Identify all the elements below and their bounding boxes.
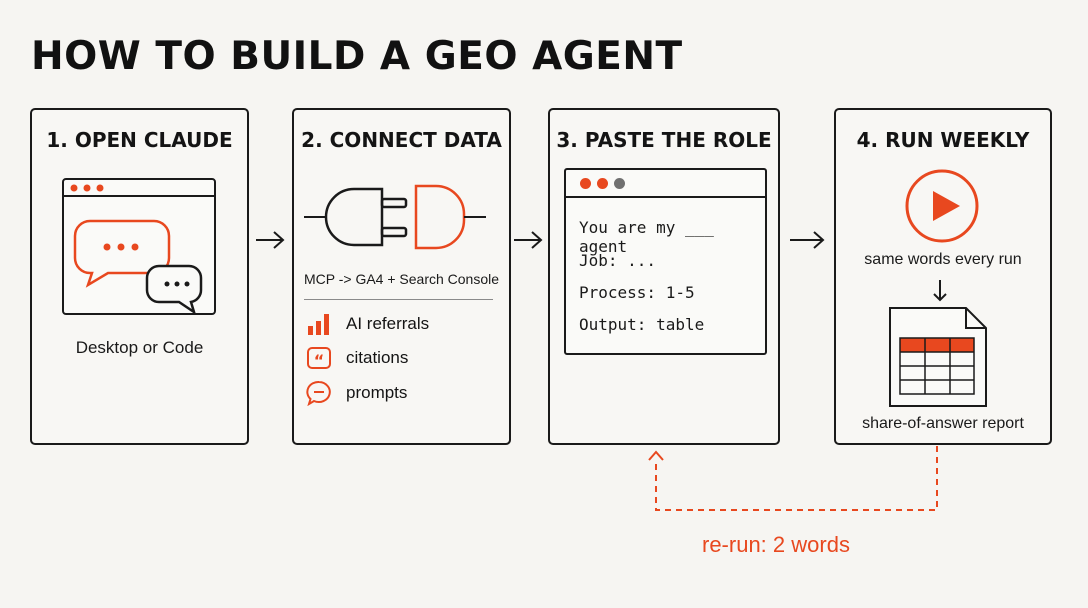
arrow-down-icon xyxy=(933,280,947,302)
step-card-connect-data: 2. CONNECT DATA MCP -> GA4 + Search Cons… xyxy=(292,108,511,445)
prompt-window: You are my ___ agent Job: ... Process: 1… xyxy=(564,168,767,355)
step-caption-bottom: share-of-answer report xyxy=(862,415,1024,432)
arrow-right-icon xyxy=(256,231,285,249)
divider xyxy=(304,299,493,300)
window-dot-icon xyxy=(580,178,591,189)
list-item: “ citations xyxy=(306,346,408,370)
list-item-label: AI referrals xyxy=(346,314,430,333)
window-dot-icon xyxy=(614,178,625,189)
step-title: 4. RUN WEEKLY xyxy=(856,128,1030,152)
bar-chart-icon xyxy=(308,314,329,335)
quote-icon: “ xyxy=(307,347,331,370)
list-item-label: citations xyxy=(346,348,409,367)
step-card-run-weekly: 4. RUN WEEKLY same words every run share… xyxy=(834,108,1052,445)
arrow-right-icon xyxy=(514,231,543,249)
step-title: 3. PASTE THE ROLE xyxy=(556,128,772,152)
step-title: 1. OPEN CLAUDE xyxy=(46,128,233,152)
page-title: HOW TO BUILD A GEO AGENT xyxy=(31,34,683,79)
prompt-line: Process: 1-5 xyxy=(579,283,695,302)
loop-connector xyxy=(648,446,938,511)
prompt-line: Output: table xyxy=(579,315,705,334)
window-dot-icon xyxy=(597,178,608,189)
window-titlebar xyxy=(566,170,765,198)
list-item: AI referrals xyxy=(306,312,429,336)
loop-label: re-run: 2 words xyxy=(702,532,850,557)
step-card-open-claude: 1. OPEN CLAUDE Desktop or Code xyxy=(30,108,249,445)
prompt-line: Job: ... xyxy=(579,251,657,270)
plug-connector-icon xyxy=(304,184,486,250)
list-item: prompts xyxy=(306,380,407,406)
speech-bubble-icon xyxy=(306,381,331,406)
svg-text:“: “ xyxy=(314,351,325,370)
step-caption: MCP -> GA4 + Search Console xyxy=(303,271,500,287)
arrow-right-icon xyxy=(790,231,825,249)
step-caption-top: same words every run xyxy=(864,251,1022,268)
step-caption: Desktop or Code xyxy=(75,338,204,357)
step-title: 2. CONNECT DATA xyxy=(301,128,502,152)
list-item-label: prompts xyxy=(346,383,408,402)
prompt-line: You are my ___ agent xyxy=(579,218,714,256)
chat-window-icon xyxy=(62,178,216,315)
spreadsheet-report-icon xyxy=(889,307,987,407)
step-card-paste-role: 3. PASTE THE ROLE You are my ___ agent J… xyxy=(548,108,780,445)
play-icon[interactable] xyxy=(904,168,980,244)
